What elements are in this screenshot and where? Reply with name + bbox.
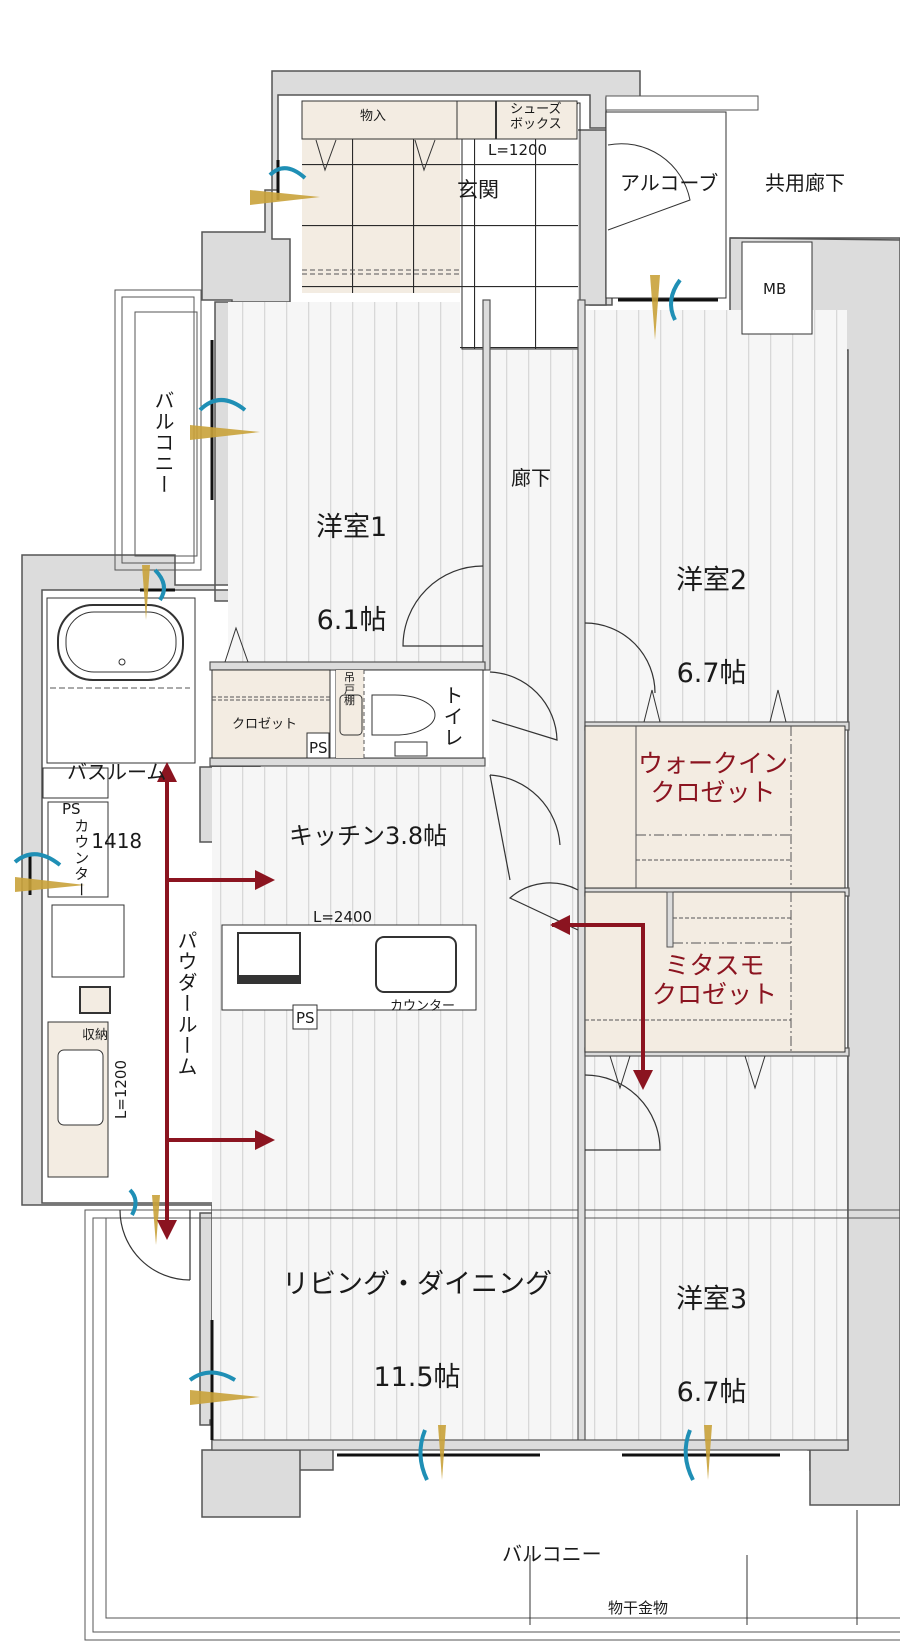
room-size: 1418 bbox=[91, 829, 143, 853]
room-label-laundry-hardware: 物干金物 bbox=[608, 1599, 669, 1617]
room-label-alcove: アルコーブ bbox=[620, 171, 719, 195]
walk-in-closet-area bbox=[584, 689, 846, 889]
room-label-entrance: 玄関 bbox=[457, 178, 499, 202]
bathroom-area bbox=[42, 597, 196, 1178]
room-label-storage-entry: 物入 bbox=[360, 109, 387, 124]
room-label-ps-bath: PS bbox=[62, 800, 81, 818]
room-label-western1: 洋室1 6.1帖 bbox=[316, 450, 387, 667]
floor-western2 bbox=[585, 310, 847, 722]
circulation-arrows bbox=[157, 762, 653, 1240]
room-label-bathroom: バスルーム 1418 bbox=[67, 715, 166, 876]
kitchen-length: L=2400 bbox=[313, 908, 373, 926]
mitasumo-closet-area bbox=[584, 891, 846, 1090]
room-label-living: リビング・ダイニング 11.5帖 bbox=[282, 1207, 552, 1424]
floor-western3 bbox=[585, 1055, 847, 1441]
room-label-main-balcony: バルコニー bbox=[502, 1542, 602, 1566]
room-name: 洋室3 bbox=[676, 1284, 748, 1316]
room-size: 6.7帖 bbox=[676, 658, 747, 690]
room-label-counter-side: カウンター bbox=[72, 818, 91, 898]
toilet-room bbox=[335, 669, 484, 759]
windows bbox=[28, 160, 780, 1457]
main-balcony bbox=[84, 1209, 900, 1641]
room-label-mb: MB bbox=[763, 280, 787, 298]
closet-area bbox=[211, 626, 331, 759]
room-label-ps-kitchen: PS bbox=[296, 1009, 315, 1027]
vanity-length: L=1200 bbox=[112, 1060, 130, 1120]
room-label-shoe-box: シューズ ボックス bbox=[510, 102, 562, 132]
room-label-western3: 洋室3 6.7帖 bbox=[676, 1222, 747, 1439]
meter-box bbox=[741, 241, 813, 335]
room-size: 6.1帖 bbox=[316, 605, 387, 637]
room-label-powder-room: パウダールーム bbox=[174, 930, 198, 1077]
entry-storage bbox=[301, 100, 578, 172]
room-label-western2: 洋室2 6.7帖 bbox=[676, 503, 747, 720]
room-name: 洋室1 bbox=[316, 512, 388, 544]
room-label-hallway: 廊下 bbox=[511, 466, 551, 490]
light-icon bbox=[15, 190, 712, 1480]
room-label-common-corridor: 共用廊下 bbox=[765, 171, 845, 195]
room-name: 洋室2 bbox=[676, 565, 748, 597]
room-name: リビング・ダイニング bbox=[282, 1269, 552, 1301]
room-size: 11.5帖 bbox=[373, 1362, 461, 1394]
floor-entrance bbox=[460, 103, 578, 349]
room-label-hanging-shelf: 吊 戸 棚 bbox=[344, 671, 355, 708]
room-name: バスルーム bbox=[67, 760, 167, 784]
room-size: 6.7帖 bbox=[676, 1377, 747, 1409]
doors bbox=[119, 565, 661, 1281]
room-label-storage-small: 収納 bbox=[82, 1028, 109, 1043]
alcove-area bbox=[605, 95, 759, 299]
ventilation-icons bbox=[13, 166, 712, 1481]
floor-western1 bbox=[228, 302, 483, 662]
room-label-ps-toilet: PS bbox=[309, 739, 328, 757]
wind-icon bbox=[13, 166, 695, 1481]
shoe-box-length: L=1200 bbox=[488, 141, 548, 159]
room-label-toilet: トイレ bbox=[440, 685, 464, 748]
floors bbox=[212, 102, 847, 1442]
room-label-kitchen: キッチン3.8帖 bbox=[289, 822, 448, 850]
kitchen-counter bbox=[221, 924, 477, 1030]
room-label-kitchen-counter: カウンター bbox=[390, 999, 456, 1014]
room-label-side-balcony: バルコニー bbox=[151, 390, 175, 495]
room-label-mitasumo-closet: ミタスモ クロゼット bbox=[652, 951, 778, 1009]
room-label-walk-in-closet: ウォークイン クロゼット bbox=[638, 749, 789, 807]
room-label-closet: クロゼット bbox=[232, 717, 298, 732]
